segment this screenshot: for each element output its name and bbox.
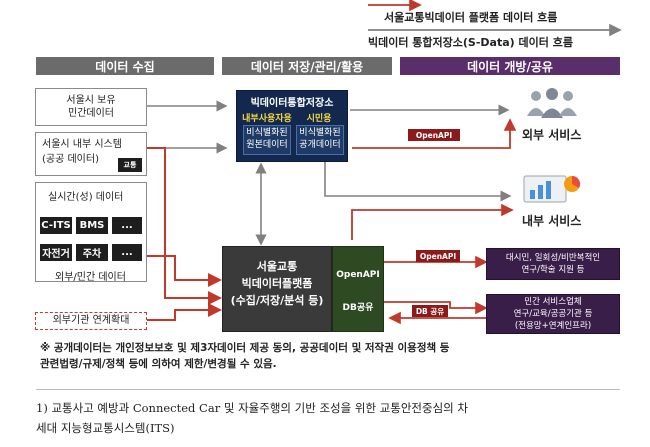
- bms-tag: BMS: [76, 217, 108, 234]
- platform-share-panel: [332, 246, 384, 332]
- arrow-expand-to-platform: [147, 303, 222, 321]
- internal-use-label: 내부사용자용: [242, 114, 292, 124]
- disclaimer-note: ※ 공개데이터는 개인정보보호 및 제3자데이터 제공 동의, 공공데이터 및 …: [40, 342, 450, 371]
- parking-tag: 주차: [76, 244, 108, 261]
- internal-service-label: 내부 서비스: [522, 214, 582, 228]
- arrow-internal-to-platform: [147, 147, 222, 305]
- cits-tag: C-ITS: [40, 217, 72, 234]
- more-tag-2: ...: [112, 244, 142, 261]
- dbshare-arrow-label: DB 공유: [412, 305, 448, 317]
- header-store: 데이터 저장/관리/활용: [222, 57, 392, 75]
- traffic-tag: 교통: [118, 158, 142, 172]
- arrow-platform-dbshare: [384, 301, 488, 315]
- private-service-box: 민간 서비스업체 연구/교육/공공기관 등 (전용망+연계인프라): [486, 294, 620, 334]
- bicycle-tag: 자전거: [40, 244, 72, 261]
- realtime-title: 실시간(성) 데이터: [48, 192, 124, 203]
- people-icon: [527, 88, 577, 118]
- divider: [36, 389, 620, 390]
- platform-title: 서울교통 빅데이터플랫폼 (수집/저장/분석 등): [230, 260, 324, 308]
- platform-box: [222, 246, 332, 332]
- arrow-storage-to-internal: [324, 160, 512, 202]
- storage-title: 빅데이터통합저장소: [250, 98, 334, 109]
- footnote-text: 1) 교통사고 예방과 Connected Car 및 자율주행의 기반 조성을…: [36, 401, 468, 435]
- legend-item-red: 서울교통빅데이터 플랫폼 데이터 흐름: [384, 11, 558, 24]
- external-service-label: 외부 서비스: [522, 128, 582, 142]
- citizen-use-label: 시민용: [306, 114, 332, 124]
- nonidentified-public-box: 비식별화된 공개데이터: [296, 125, 344, 155]
- external-expand-box: 외부기관 연계확대: [35, 312, 147, 330]
- platform-dbshare-label: DB공유: [342, 303, 374, 313]
- more-tag-1: ...: [112, 217, 142, 234]
- platform-openapi-label: OpenAPI: [336, 270, 380, 280]
- platform-openapi-arrow-label: OpenAPI: [416, 250, 460, 262]
- legend-item-gray: 빅데이터 통합저장소(S-Data) 데이터 흐름: [368, 36, 573, 49]
- research-support-box: 대시민, 일회성/비반복적인 연구/학술 지원 등: [486, 248, 620, 280]
- arrow-realtime-to-platform: [147, 255, 222, 287]
- arrow-storage-openapi: [352, 118, 517, 149]
- header-collect: 데이터 수집: [36, 57, 214, 75]
- external-private-label: 외부/민간 데이터: [55, 272, 126, 283]
- seoul-owned-data-box: 서울시 보유 민간데이터: [35, 88, 147, 126]
- header-open: 데이터 개방/공유: [400, 57, 620, 75]
- internal-system-label: 서울시 내부 시스템 (공공 데이터): [42, 139, 122, 165]
- nonidentified-raw-box: 비식별화된 원본데이터: [243, 125, 291, 155]
- storage-openapi-label: OpenAPI: [408, 129, 460, 141]
- arrow-platform-to-internal: [351, 203, 514, 240]
- dashboard-icon: [523, 175, 581, 203]
